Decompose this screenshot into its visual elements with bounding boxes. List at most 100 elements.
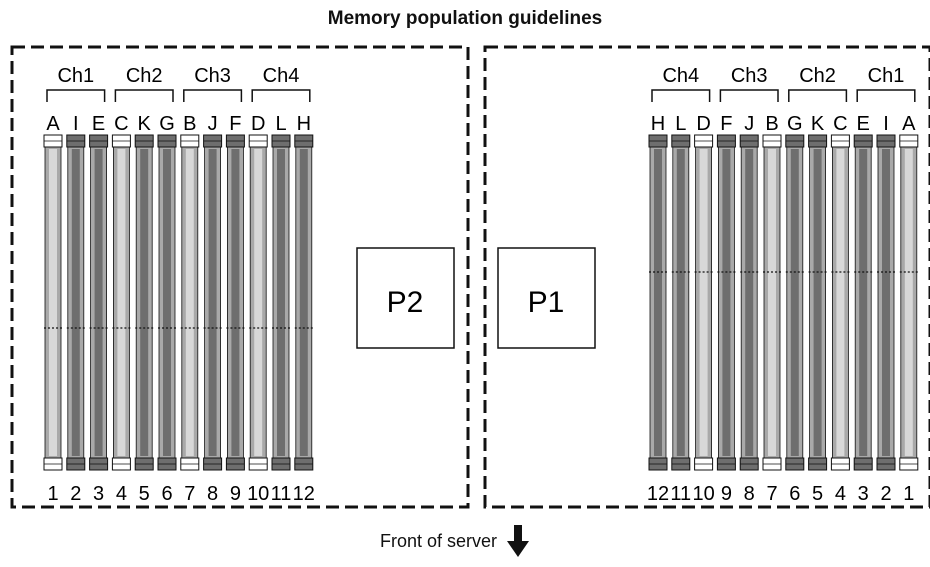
- channel-bracket: Ch4: [251, 65, 311, 102]
- slot-letter-label: B: [183, 113, 196, 135]
- slot-number-label: 7: [184, 483, 195, 505]
- dimm-slot: K5: [134, 113, 154, 505]
- dimm-slot: C4: [111, 113, 131, 505]
- channel-bracket: Ch1: [856, 65, 916, 102]
- panel-border: [483, 45, 930, 509]
- slot-number-label: 6: [161, 483, 172, 505]
- slot-number-label: 7: [766, 483, 777, 505]
- channel-label: Ch2: [126, 65, 163, 87]
- slot-number-label: 9: [721, 483, 732, 505]
- slot-number-label: 10: [692, 483, 714, 505]
- channel-label: Ch4: [662, 65, 699, 87]
- dimm-slot: L 11: [670, 113, 691, 505]
- channel-bracket: Ch2: [114, 65, 174, 102]
- slot-number-label: 9: [230, 483, 241, 505]
- processor-label-p2: P2: [387, 286, 424, 319]
- slot-number-label: 6: [789, 483, 800, 505]
- slot-number-label: 1: [903, 483, 914, 505]
- slot-letter-label: G: [159, 113, 175, 135]
- slot-number-label: 1: [47, 483, 58, 505]
- slot-number-label: 12: [293, 483, 315, 505]
- slot-number-label: 11: [271, 483, 292, 505]
- dimm-slot: F9: [225, 113, 245, 505]
- arrow-down-icon: [507, 525, 530, 557]
- channel-label: Ch3: [731, 65, 768, 87]
- dimm-slot: K5: [808, 113, 828, 505]
- slot-letter-label: B: [765, 113, 778, 135]
- front-of-server-label: Front of server: [380, 530, 498, 551]
- slot-letter-label: E: [857, 113, 870, 135]
- slot-number-label: 5: [139, 483, 150, 505]
- channel-label: Ch2: [799, 65, 836, 87]
- channel-label: Ch4: [263, 65, 300, 87]
- dimm-slot: L 11: [271, 113, 292, 505]
- slot-number-label: 4: [835, 483, 846, 505]
- slot-number-label: 2: [880, 483, 891, 505]
- dimm-slot: D 10: [692, 113, 714, 505]
- dimm-slot: A1: [43, 113, 63, 505]
- slot-letter-label: H: [297, 113, 311, 135]
- dimm-slot: D 10: [247, 113, 269, 505]
- processor-box-p2: [356, 247, 455, 349]
- processor-box-p1: [497, 247, 596, 349]
- slot-number-label: 8: [207, 483, 218, 505]
- slot-number-label: 4: [116, 483, 127, 505]
- slot-letter-label: F: [229, 113, 241, 135]
- slot-letter-label: J: [208, 113, 218, 135]
- slot-letter-label: D: [696, 113, 710, 135]
- slot-letter-label: G: [787, 113, 803, 135]
- slot-number-label: 3: [93, 483, 104, 505]
- slot-number-label: 8: [744, 483, 755, 505]
- dimm-slot: A1: [899, 113, 919, 505]
- channel-bracket: Ch4: [651, 65, 711, 102]
- channel-label: Ch1: [57, 65, 94, 87]
- channel-bracket: Ch3: [719, 65, 779, 102]
- slot-letter-label: C: [833, 113, 847, 135]
- dimm-slot: H 12: [293, 113, 315, 505]
- slot-number-label: 5: [812, 483, 823, 505]
- dimm-slot: E3: [853, 113, 873, 505]
- slot-letter-label: C: [114, 113, 128, 135]
- slot-letter-label: I: [883, 113, 889, 135]
- slot-number-label: 2: [70, 483, 81, 505]
- dimm-slot: J8: [739, 113, 759, 505]
- slot-letter-label: A: [46, 113, 60, 135]
- slot-letter-label: K: [138, 113, 152, 135]
- slot-number-label: 10: [247, 483, 269, 505]
- page-title: Memory population guidelines: [327, 8, 603, 29]
- dimm-slot: G6: [157, 113, 177, 505]
- dimm-slot: I2: [876, 113, 896, 505]
- dimm-slot: C4: [830, 113, 850, 505]
- dimm-slot: F9: [716, 113, 736, 505]
- channel-bracket: Ch2: [788, 65, 848, 102]
- processor-label-p1: P1: [528, 286, 565, 319]
- slot-letter-label: F: [720, 113, 732, 135]
- slot-letter-label: D: [251, 113, 265, 135]
- slot-letter-label: A: [902, 113, 916, 135]
- dimm-slot: J8: [203, 113, 223, 505]
- slot-letter-label: K: [811, 113, 825, 135]
- channel-bracket: Ch3: [183, 65, 243, 102]
- slot-number-label: 12: [647, 483, 669, 505]
- slot-letter-label: J: [744, 113, 754, 135]
- slot-letter-label: L: [675, 113, 686, 135]
- channel-bracket: Ch1: [46, 65, 106, 102]
- channel-label: Ch1: [868, 65, 905, 87]
- panel-border: [10, 45, 470, 509]
- slot-letter-label: I: [73, 113, 79, 135]
- dimm-slot: G6: [785, 113, 805, 505]
- dimm-slot: I2: [66, 113, 86, 505]
- dimm-slot: B7: [180, 113, 200, 505]
- channel-label: Ch3: [194, 65, 231, 87]
- dimm-slot: B7: [762, 113, 782, 505]
- slot-letter-label: H: [651, 113, 665, 135]
- dimm-slot: E3: [89, 113, 109, 505]
- slot-number-label: 3: [858, 483, 869, 505]
- slot-letter-label: L: [275, 113, 286, 135]
- slot-number-label: 11: [670, 483, 691, 505]
- dimm-slot: H 12: [647, 113, 669, 505]
- front-of-server-indicator: Front of server: [380, 525, 530, 557]
